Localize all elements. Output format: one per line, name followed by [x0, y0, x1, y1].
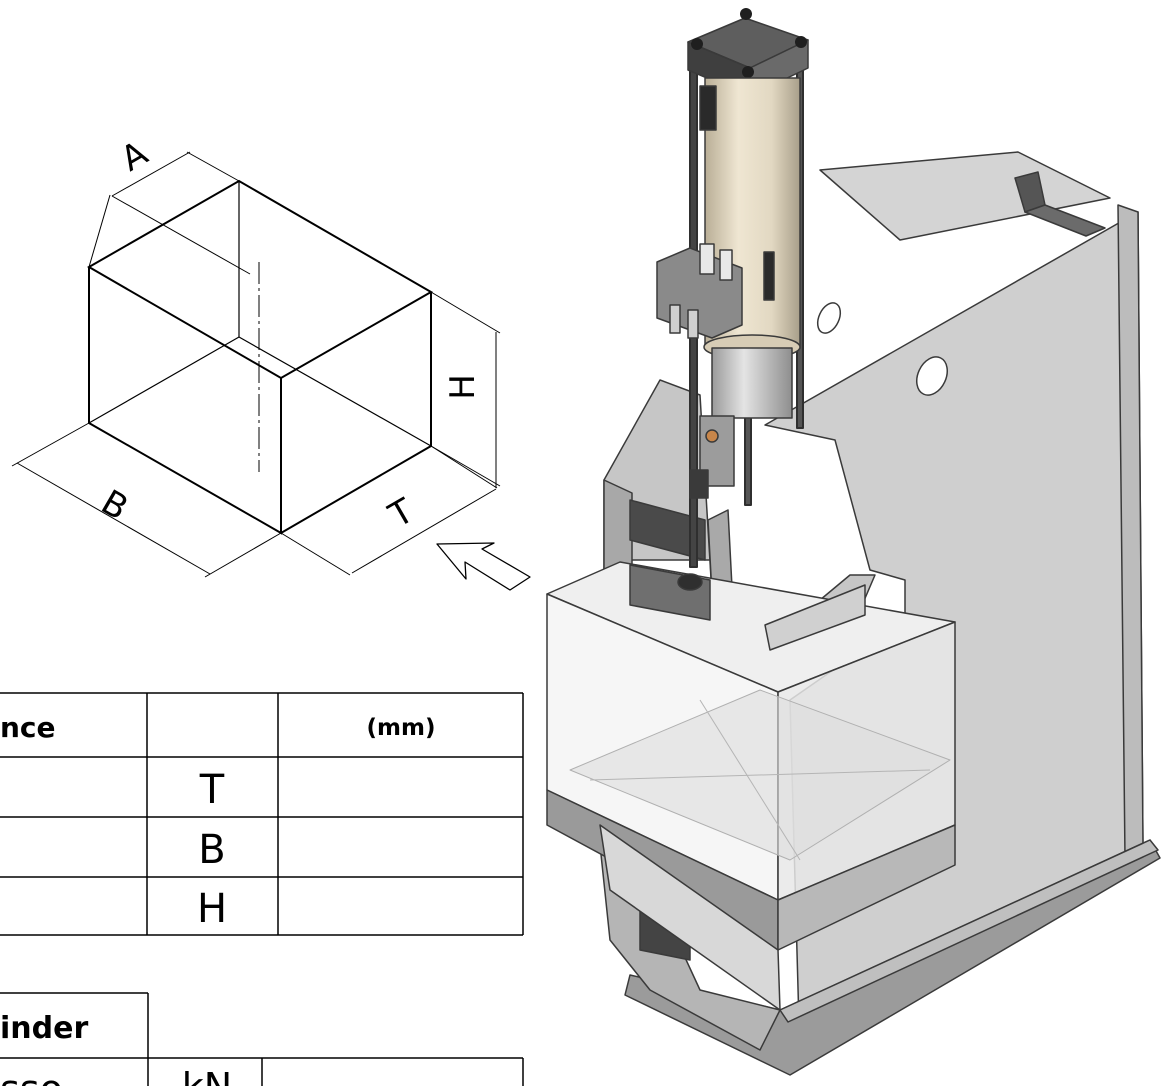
dimensions-table: nce (mm) T B H — [0, 692, 524, 936]
dimensions-table-symbol-t: T — [199, 767, 225, 813]
view-direction-arrow — [436, 542, 531, 591]
dimensions-table-header-label: nce — [0, 711, 56, 744]
crossbar-front — [629, 499, 706, 561]
air-fitting-top — [699, 85, 717, 131]
dimensions-table-symbol-b: B — [198, 827, 225, 873]
cylinder-bolts — [691, 8, 807, 78]
cylinder-table-row-label: sso — [0, 1067, 63, 1086]
dim-label-a: A — [114, 133, 154, 179]
frame-hole-1 — [916, 356, 948, 396]
cylinder-table: inder sso kN — [0, 992, 524, 1086]
dim-label-b: B — [94, 482, 134, 528]
frame-hole-2 — [816, 302, 842, 334]
sensor-bar — [763, 251, 775, 301]
box-hidden-edges — [88, 181, 432, 447]
box-diagram — [86, 179, 434, 535]
press-illustration — [546, 8, 1161, 1076]
dimensions-table-symbol-h: H — [197, 886, 227, 932]
cylinder-table-row-unit: kN — [182, 1065, 232, 1086]
box-left-face — [88, 267, 282, 535]
guard-box-band-side — [777, 824, 956, 951]
cylinder-lower — [711, 347, 793, 419]
cylinder-table-header-label: inder — [0, 1011, 88, 1046]
dimension-lines — [11, 151, 501, 578]
dim-label-h: H — [443, 374, 483, 400]
box-right-face — [280, 292, 432, 534]
dim-label-t: T — [382, 491, 421, 537]
regulator-body — [699, 415, 735, 487]
dimensions-table-header-unit: (mm) — [367, 715, 436, 741]
